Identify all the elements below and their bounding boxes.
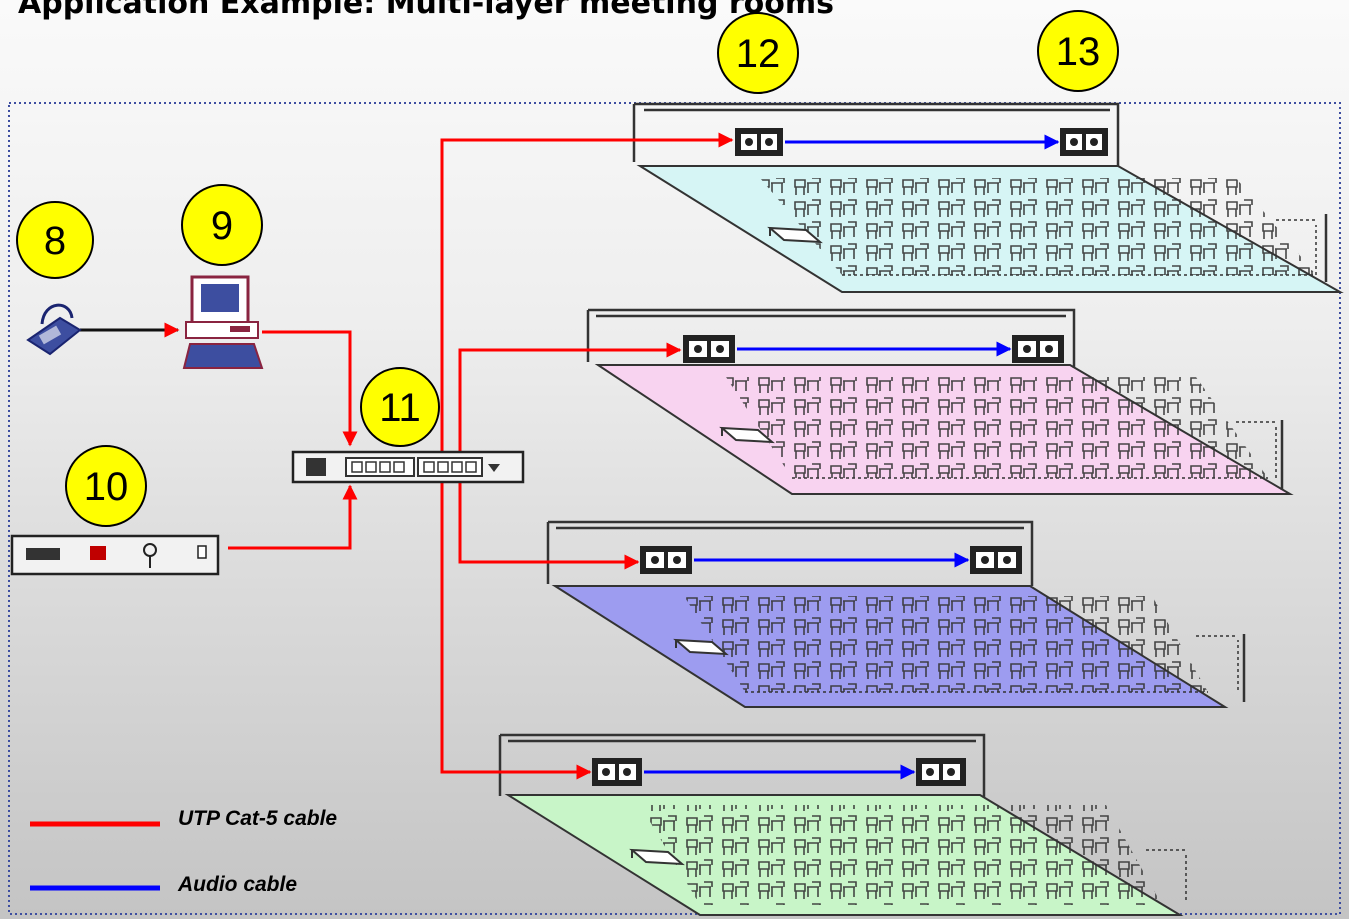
- badge-9: 9: [181, 184, 263, 266]
- utp-cable-room3: [458, 466, 640, 570]
- utp-cable-room4: [440, 466, 592, 780]
- badge-12: 12: [717, 12, 799, 94]
- controller-unit-device: [10, 534, 220, 576]
- utp-cable-pc: [262, 330, 358, 447]
- computer-device: [182, 275, 264, 369]
- legend: UTP Cat-5 cable Audio cable: [30, 807, 337, 896]
- meeting-room-2: [586, 308, 1294, 495]
- speaker-room3-right: [970, 546, 1022, 574]
- badge-12-label: 12: [736, 32, 781, 76]
- badge-10: 10: [65, 445, 147, 527]
- meeting-room-3: [546, 520, 1246, 708]
- badge-13-label: 13: [1056, 30, 1101, 74]
- meeting-room-1: [632, 102, 1344, 293]
- badge-9-label: 9: [211, 204, 233, 248]
- meeting-room-4: [498, 733, 1187, 916]
- network-switch-device: [291, 450, 525, 484]
- legend-audio-label: Audio cable: [177, 873, 297, 896]
- utp-cable-controller: [228, 484, 358, 550]
- page-title: Application Example: Multi-layer meeting…: [18, 0, 834, 21]
- utp-cable-room2: [458, 342, 682, 466]
- badge-8: 8: [16, 201, 94, 279]
- badge-10-label: 10: [84, 465, 129, 509]
- badge-8-label: 8: [44, 219, 66, 263]
- speaker-room4-right: [916, 758, 966, 786]
- speaker-room2-right: [1012, 335, 1064, 363]
- badge-13: 13: [1037, 10, 1119, 92]
- speaker-room4-left: [592, 758, 642, 786]
- speaker-room1-right: [1060, 128, 1108, 156]
- badge-11: 11: [360, 367, 440, 447]
- speaker-room1-left: [735, 128, 783, 156]
- speaker-room2-left: [683, 335, 735, 363]
- speaker-room3-left: [640, 546, 692, 574]
- telephone-device: [26, 303, 82, 356]
- utp-cable-room1: [440, 132, 734, 466]
- badge-11-label: 11: [379, 386, 421, 430]
- legend-utp-label: UTP Cat-5 cable: [178, 807, 337, 830]
